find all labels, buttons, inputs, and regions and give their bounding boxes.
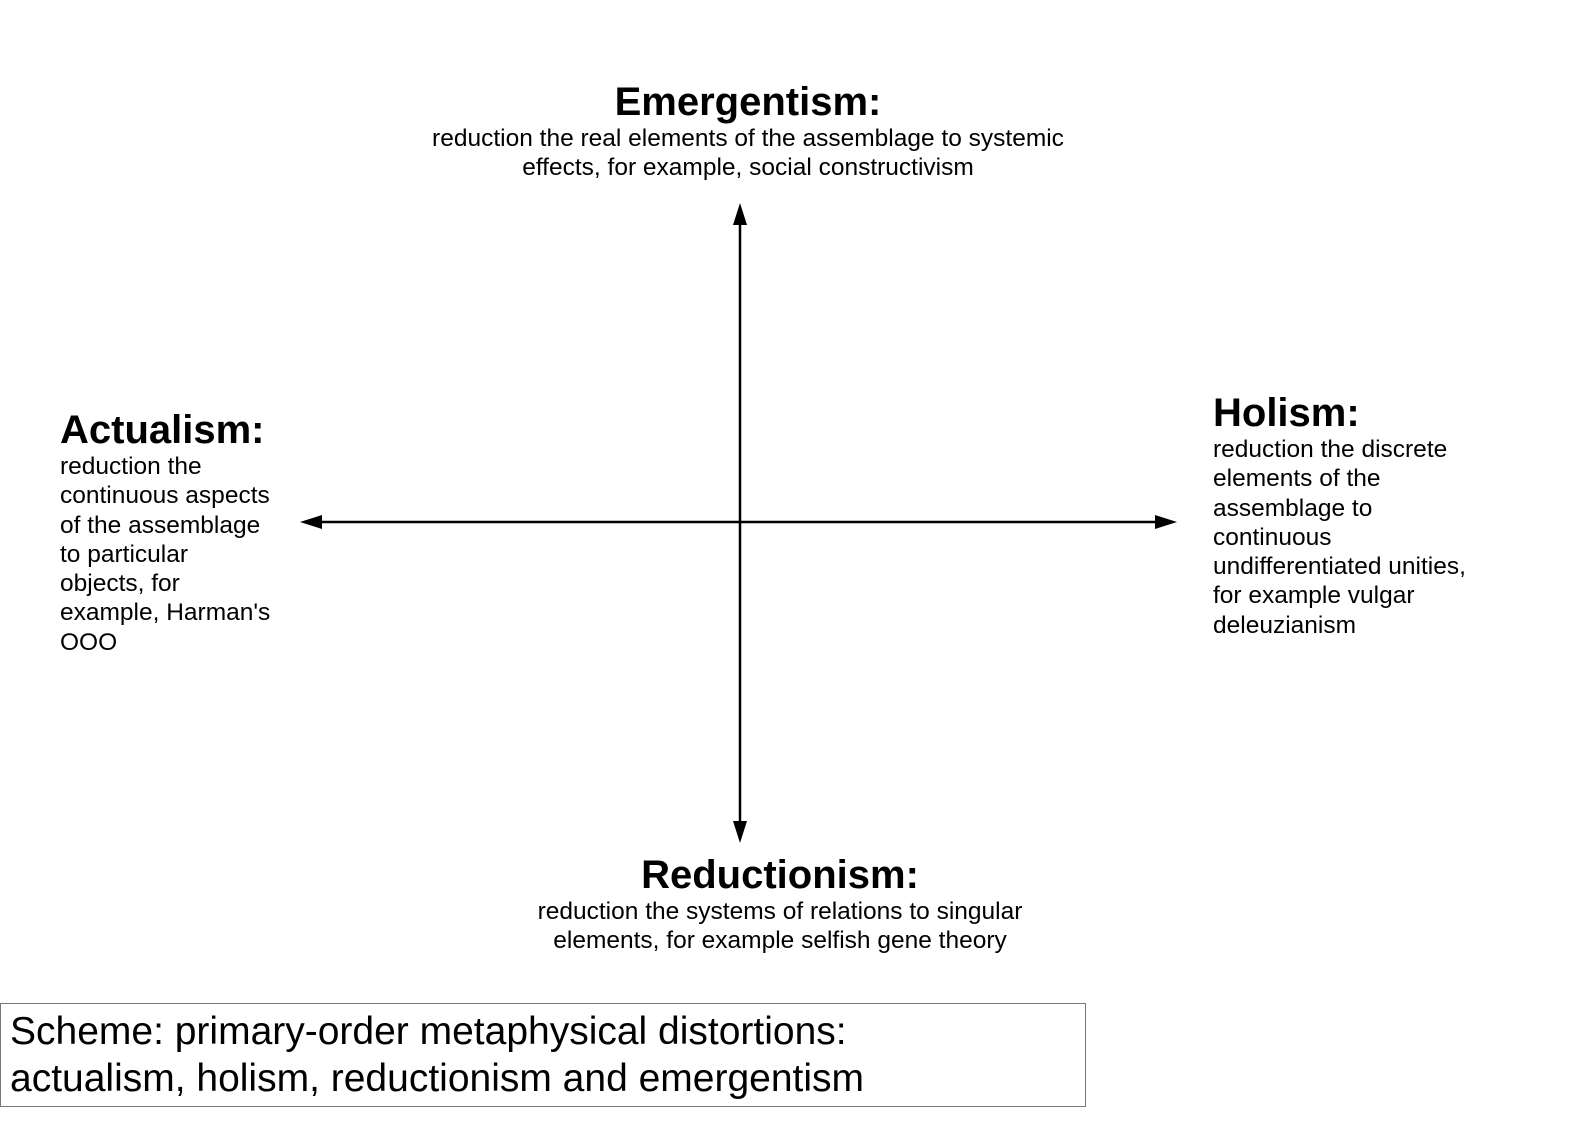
- emergentism-line: reduction the real elements of the assem…: [432, 125, 1064, 152]
- reductionism-title: Reductionism:: [641, 853, 919, 897]
- holism-line: undifferentiated unities,: [1213, 553, 1466, 581]
- actualism-block: Actualism: reduction the continuous aspe…: [60, 408, 270, 657]
- emergentism-title: Emergentism:: [614, 80, 882, 124]
- holism-line: elements of the: [1213, 465, 1381, 493]
- actualism-line: example, Harman's: [60, 599, 271, 627]
- actualism-line: reduction the: [60, 453, 202, 480]
- arrow-right-icon: [1155, 515, 1177, 529]
- reductionism-line: elements, for example selfish gene theor…: [553, 927, 1007, 955]
- actualism-line: continuous aspects: [60, 482, 270, 510]
- caption-box: Scheme: primary-order metaphysical disto…: [0, 1003, 1086, 1107]
- actualism-title: Actualism:: [60, 408, 265, 452]
- holism-line: continuous: [1213, 523, 1332, 551]
- caption-line: Scheme: primary-order metaphysical disto…: [10, 1010, 847, 1053]
- holism-line: reduction the discrete: [1213, 436, 1448, 463]
- holism-block: Holism: reduction the discrete elements …: [1213, 391, 1466, 640]
- actualism-line: OOO: [60, 628, 118, 656]
- caption-line: actualism, holism, reductionism and emer…: [10, 1057, 865, 1100]
- holism-line: deleuzianism: [1213, 611, 1356, 639]
- holism-line: assemblage to: [1213, 494, 1373, 522]
- arrow-left-icon: [300, 515, 322, 529]
- reductionism-block: Reductionism: reduction the systems of r…: [380, 853, 1180, 956]
- actualism-line: to particular: [60, 540, 189, 568]
- actualism-line: of the assemblage: [60, 511, 261, 539]
- emergentism-line: effects, for example, social constructiv…: [522, 154, 974, 182]
- emergentism-block: Emergentism: reduction the real elements…: [348, 80, 1148, 183]
- arrow-down-icon: [733, 821, 747, 843]
- reductionism-line: reduction the systems of relations to si…: [537, 898, 1023, 925]
- arrow-up-icon: [733, 203, 747, 225]
- holism-title: Holism:: [1213, 391, 1360, 435]
- holism-line: for example vulgar: [1213, 582, 1415, 610]
- actualism-line: objects, for: [60, 570, 180, 598]
